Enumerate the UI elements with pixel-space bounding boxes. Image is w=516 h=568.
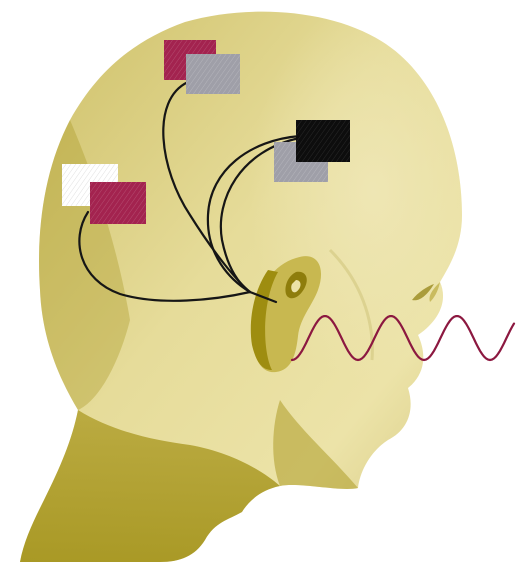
- left-crimson-patch: [90, 182, 146, 224]
- right-black-patch: [296, 120, 350, 162]
- top-gray-patch: [186, 54, 240, 94]
